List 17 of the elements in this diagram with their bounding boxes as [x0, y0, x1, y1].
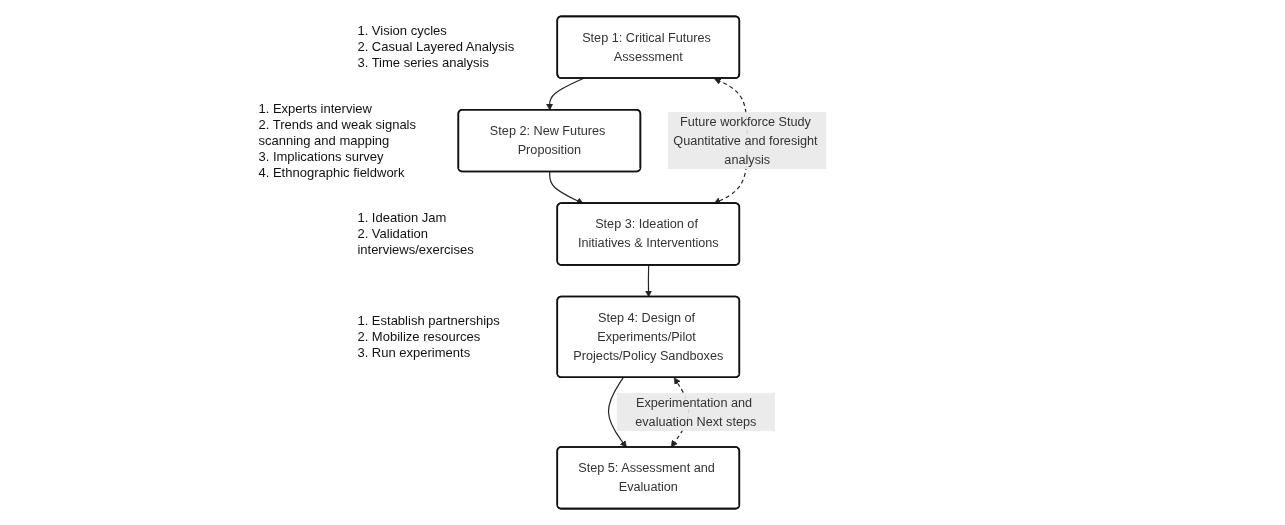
method-list-item: 2. Trends and weak signals scanning and mapping: [258, 116, 417, 149]
method-list-item: 1. Establish partnerships: [357, 312, 501, 329]
method-list-item: 2. Validation interviews/exercises: [357, 226, 475, 258]
method-list-item: 1. Experts interview: [258, 100, 373, 117]
method-list-item: 2. Casual Layered Analysis: [357, 39, 516, 56]
method-list-item: 1. Ideation Jam: [357, 210, 448, 226]
arrow: [608, 377, 627, 448]
method-list-item: 4. Ethnographic fieldwork: [258, 164, 406, 181]
method-list-item: 2. Mobilize resources: [357, 328, 482, 345]
arrow: [549, 171, 584, 204]
method-list-item: 1. Vision cycles: [357, 23, 448, 40]
method-list-item: 3. Time series analysis: [357, 55, 490, 72]
edge-label: Future workforce Study Quantitative and foresight analysis: [673, 114, 818, 166]
edge-label: Experimentation and evaluation Next steps: [635, 395, 757, 428]
method-list-item: 3. Implications survey: [258, 148, 385, 165]
method-list-item: 3. Run experiments: [357, 344, 472, 361]
arrow: [645, 264, 653, 298]
